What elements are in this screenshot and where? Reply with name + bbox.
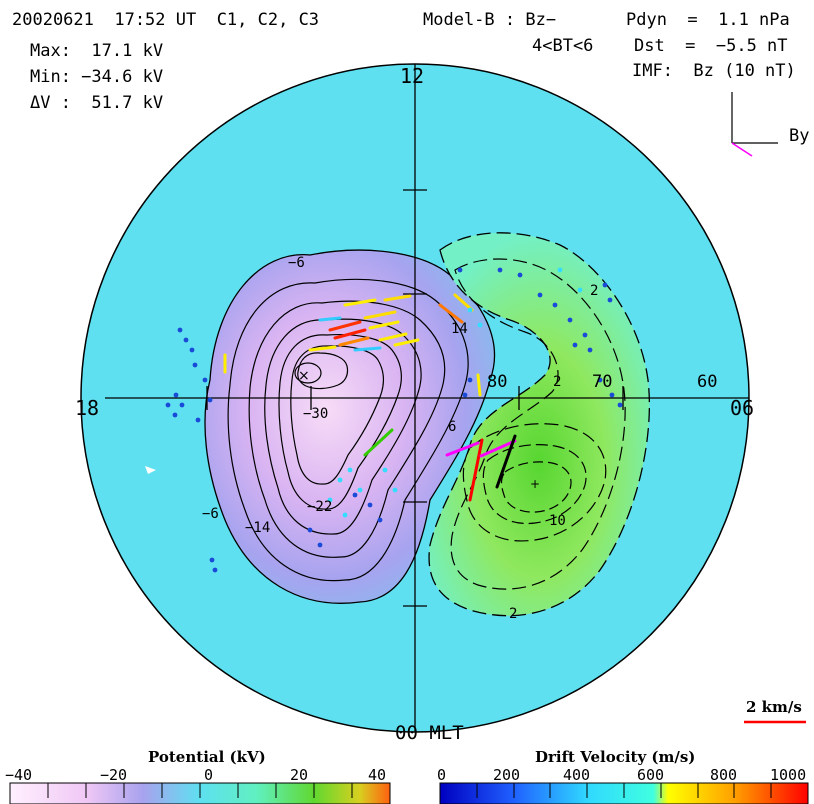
velocity-tick: 800 [710,766,738,784]
velocity-tick: 200 [493,766,521,784]
contour-neg-5 [278,333,402,510]
contour-label: −14 [245,520,271,536]
lat-60-label: 60 [697,372,718,392]
velocity-tick: 600 [637,766,665,784]
contour-pos-5 [500,461,572,513]
white-marker [145,466,156,474]
velocity-colorbar [439,782,809,804]
contour-neg-7 [297,352,349,390]
contour-label: 2 [553,374,562,390]
potential-tick: 40 [368,766,387,784]
dst-label: Dst = −5.5 nT [634,36,788,56]
potential-colorbar [9,782,391,804]
lat-80-label: 80 [487,372,508,392]
mlt-06-label: 06 [730,396,755,420]
contour-label: −6 [202,506,219,522]
pdyn-label: Pdyn = 1.1 nPa [626,10,790,30]
contour-pos-4 [482,444,587,525]
model-label: Model-B : Bz− [423,10,557,30]
contour-neg-3 [248,300,446,558]
lat-70-label: 70 [592,372,613,392]
contour-neg-6 [290,345,385,485]
imf-label: IMF: Bz (10 nT) [632,61,796,81]
contour-label: 2 [590,283,599,299]
potential-tick: 0 [204,766,214,784]
contour-neg-min [294,362,322,384]
contour-label: −6 [288,255,305,271]
contour-label: 14 [451,321,468,337]
velocity-dots [165,267,623,573]
bt-range: 4<BT<6 [532,36,594,56]
mlt-12-label: 12 [400,64,425,88]
velocity-tick: 400 [563,766,591,784]
positive-potential-cell [428,232,651,617]
scale-label: 2 km/s [746,698,802,716]
delta-potential: ΔV : 51.7 kV [30,93,164,113]
potential-tick: −40 [5,766,33,784]
contour-label: −30 [303,406,329,422]
contour-label: 2 [509,606,518,622]
mlt-00-label: 00 MLT [395,722,464,744]
contour-label: 6 [448,419,457,435]
velocity-dots-cyan [327,267,583,518]
potential-tick: −20 [100,766,128,784]
min-marker: × [298,368,310,384]
mlt-18-label: 18 [75,396,100,420]
velocity-vectors [223,293,517,502]
date-time-spacecraft: 20020621 17:52 UT C1, C2, C3 [12,10,320,30]
contour-label: −22 [307,499,333,515]
velocity-colorbar-title: Drift Velocity (m/s) [535,748,696,766]
contour-pos-3 [462,423,607,542]
potential-tick: 20 [290,766,309,784]
contour-label: 10 [549,513,566,529]
max-potential: Max: 17.1 kV [30,41,164,61]
potential-colorbar-title: Potential (kV) [148,748,266,766]
velocity-tick: 1000 [770,766,807,784]
min-potential: Min: −34.6 kV [30,67,164,87]
imf-vector [731,142,753,157]
max-marker: + [530,477,540,491]
contour-pos-2 [450,258,626,590]
negative-potential-cell [204,249,495,604]
contour-neg-2 [227,278,469,582]
imf-by-label: By [789,126,810,146]
velocity-tick: 0 [437,766,447,784]
